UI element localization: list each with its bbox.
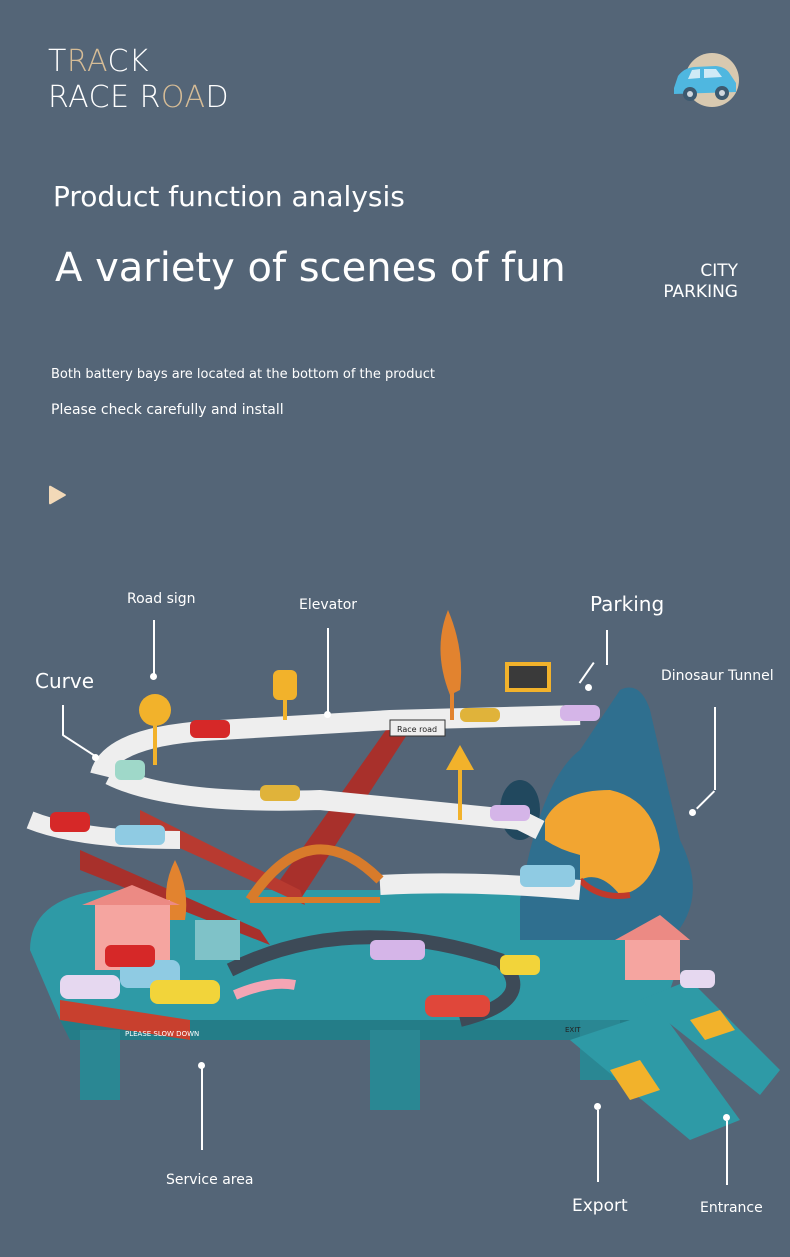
battery-note: Both battery bays are located at the bot…	[51, 367, 435, 382]
leader-export	[597, 1110, 599, 1182]
leader-curve-a	[62, 705, 64, 735]
city-parking-tag: CITY PARKING	[663, 261, 738, 302]
label-parking: Parking	[590, 592, 665, 616]
label-dinosaur-tunnel: Dinosaur Tunnel	[661, 668, 774, 684]
label-entrance: Entrance	[700, 1200, 763, 1216]
leader-road-sign	[153, 620, 155, 675]
brand-line-1: TRACK	[48, 44, 150, 79]
dot-service-area	[198, 1062, 205, 1069]
label-service-area: Service area	[166, 1172, 254, 1188]
toy-car-icon	[674, 53, 739, 107]
install-note: Please check carefully and install	[51, 402, 284, 418]
dot-elevator	[324, 711, 331, 718]
dot-curve	[92, 754, 99, 761]
label-curve: Curve	[35, 669, 95, 693]
race-track-playset-illustration: PLEASE SLOW DOWN Race road EXIT	[26, 610, 780, 1140]
dot-entrance	[723, 1114, 730, 1121]
dot-export	[594, 1103, 601, 1110]
race-road-sign: Race road	[397, 725, 437, 734]
brand-line-2: RACE ROAD	[48, 80, 230, 115]
label-export: Export	[572, 1196, 628, 1216]
dot-road-sign	[150, 673, 157, 680]
leader-elevator	[327, 628, 329, 713]
leader-dinosaur-a	[714, 707, 716, 790]
leader-parking-a	[606, 630, 608, 665]
leader-service-area	[201, 1068, 203, 1150]
section-title: A variety of scenes of fun	[55, 245, 566, 291]
section-subtitle: Product function analysis	[53, 180, 405, 213]
play-icon[interactable]	[47, 485, 67, 505]
dot-dinosaur-tunnel	[689, 809, 696, 816]
brand-logo-text: TRACK RACE ROAD	[48, 44, 229, 116]
exit-sign: EXIT	[565, 1026, 581, 1034]
leader-entrance	[726, 1121, 728, 1185]
label-road-sign: Road sign	[127, 591, 196, 607]
label-elevator: Elevator	[299, 597, 358, 613]
dot-parking	[585, 684, 592, 691]
slow-down-sign: PLEASE SLOW DOWN	[125, 1030, 199, 1038]
